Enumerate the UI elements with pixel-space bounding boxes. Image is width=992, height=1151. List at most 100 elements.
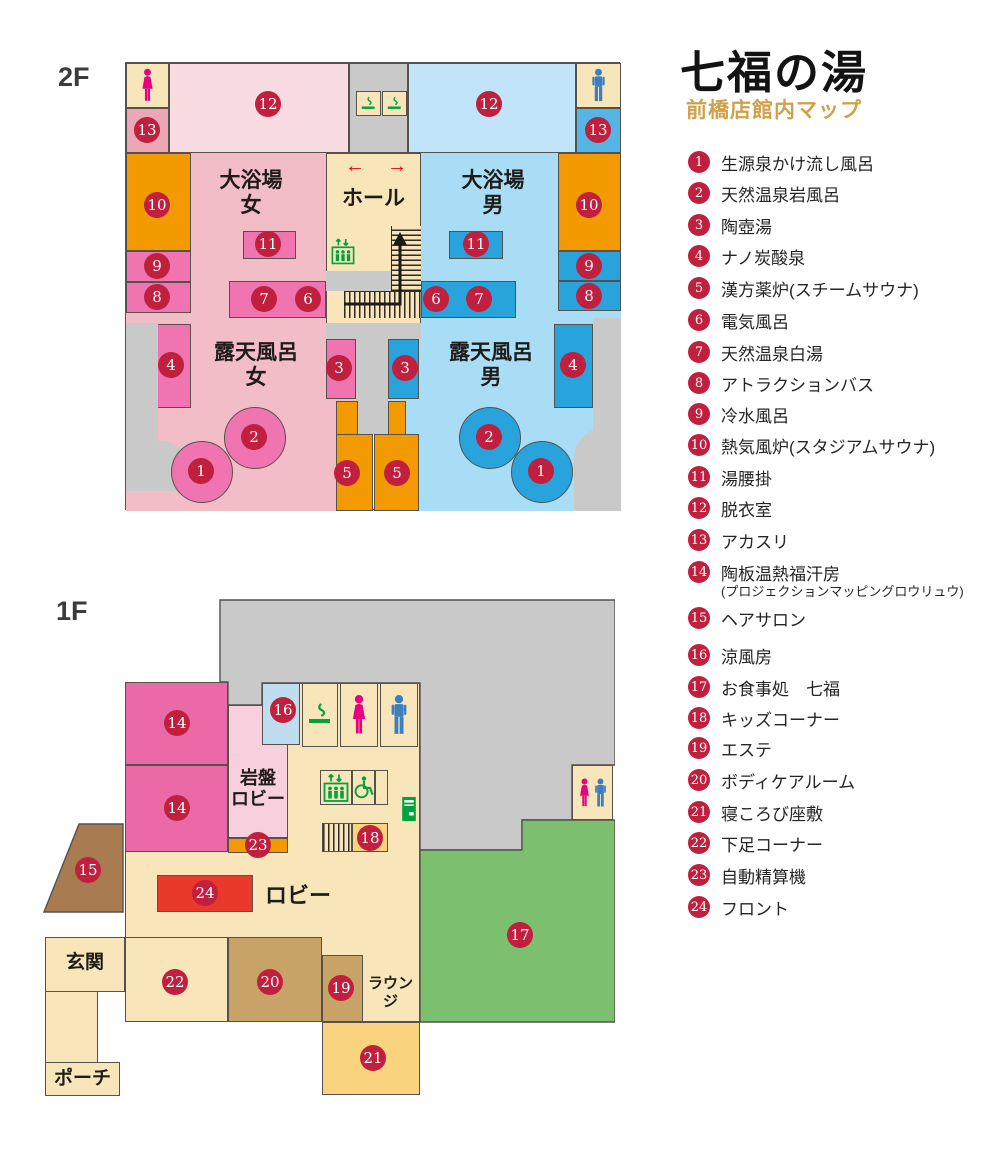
corridor-band xyxy=(326,323,421,339)
legend-label: エステ xyxy=(721,740,772,760)
legend-label: フロント xyxy=(721,899,789,919)
floor-label-2f: 2F xyxy=(58,62,90,92)
exit-arrow-right: → xyxy=(387,155,407,177)
mens-bath-label-line1: 大浴場 xyxy=(461,169,525,192)
smoking-room xyxy=(356,91,381,116)
map-marker: 1 xyxy=(528,458,554,484)
page-title: 七福の湯 xyxy=(680,47,869,98)
legend-label: 天然温泉岩風呂 xyxy=(721,185,840,205)
womens-rotenburo-label-line1: 露天風呂 xyxy=(214,341,298,364)
legend-number-badge: 19 xyxy=(688,737,710,759)
legend-item: 18 キッズコーナー xyxy=(688,707,840,730)
map-marker: 24 xyxy=(192,880,218,906)
legend-label: 涼風房 xyxy=(721,647,772,667)
legend-label: キッズコーナー xyxy=(721,710,840,730)
legend-number-badge: 24 xyxy=(688,896,710,918)
mens-rotenburo-label-line1: 露天風呂 xyxy=(449,341,533,364)
legend-label: 陶壺湯 xyxy=(721,217,772,237)
map-marker: 13 xyxy=(134,117,160,143)
steam-room-annex-right xyxy=(388,401,406,435)
legend-label: お食事処 七福 xyxy=(721,679,840,699)
vending-machine-icon xyxy=(402,797,416,821)
map-marker: 5 xyxy=(334,460,360,486)
map-marker: 21 xyxy=(360,1045,386,1071)
legend-number-badge: 8 xyxy=(688,372,710,394)
map-marker: 23 xyxy=(245,832,271,858)
wheelchair-icon xyxy=(353,776,374,799)
woman-icon xyxy=(578,778,591,807)
smoking-icon xyxy=(307,702,333,728)
map-marker: 5 xyxy=(384,460,410,486)
map-marker: 9 xyxy=(144,253,170,279)
map-marker: 14 xyxy=(164,795,190,821)
legend-item: 15 ヘアサロン xyxy=(688,607,806,630)
porch xyxy=(45,1062,120,1096)
legend-label: 漢方薬炉(スチームサウナ) xyxy=(721,280,919,300)
floor-label-1f: 1F xyxy=(56,596,88,626)
womens-bath-label: 大浴場 女 xyxy=(201,169,301,219)
legend-label: 冷水風呂 xyxy=(721,406,789,426)
porch-label: ポーチ xyxy=(53,1068,111,1089)
mens-rotenburo-label-line2: 男 xyxy=(480,365,502,389)
map-marker: 12 xyxy=(255,91,281,117)
legend-label: 自動精算機 xyxy=(721,867,806,887)
legend-number-badge: 18 xyxy=(688,707,710,729)
ganban-lobby-label-line1: 岩盤 xyxy=(240,768,276,788)
legend-number-badge: 14 xyxy=(688,561,710,583)
map-marker: 3 xyxy=(392,355,418,381)
hall-label: ホール xyxy=(342,187,405,210)
map-marker: 12 xyxy=(476,91,502,117)
mens-rotenburo-label: 露天風呂 男 xyxy=(441,341,541,391)
map-marker: 1 xyxy=(188,458,214,484)
map-marker: 20 xyxy=(257,969,283,995)
map-marker: 10 xyxy=(144,192,170,218)
legend-number-badge: 9 xyxy=(688,403,710,425)
legend-label: 天然温泉白湯 xyxy=(721,344,823,364)
restaurant-toilet-room xyxy=(572,765,613,820)
map-marker: 9 xyxy=(576,253,602,279)
map-marker: 6 xyxy=(295,286,321,312)
man-icon xyxy=(594,778,607,807)
legend-number-badge: 3 xyxy=(688,214,710,236)
smoking-icon xyxy=(386,96,403,112)
legend-label: 寝ころび座敷 xyxy=(721,804,823,824)
ganban-lobby-label: 岩盤 ロビー xyxy=(228,768,288,810)
map-marker: 11 xyxy=(255,231,281,257)
steam-room-annex-left xyxy=(336,401,358,435)
map-marker: 3 xyxy=(326,355,352,381)
map-marker: 6 xyxy=(423,286,449,312)
legend-label: 電気風呂 xyxy=(721,312,789,332)
map-marker: 2 xyxy=(241,424,267,450)
map-marker: 7 xyxy=(466,286,492,312)
man-icon xyxy=(591,68,606,102)
legend-number-badge: 1 xyxy=(688,151,710,173)
lounge-label: ラウンジ xyxy=(367,975,413,1010)
lobby-label: ロビー xyxy=(264,883,331,908)
map-marker: 15 xyxy=(75,857,101,883)
legend-label: 熱気風炉(スタジアムサウナ) xyxy=(721,437,936,457)
legend-label: ナノ炭酸泉 xyxy=(721,248,806,268)
legend-item: 19 エステ xyxy=(688,737,772,760)
map-marker: 19 xyxy=(328,975,354,1001)
map-marker: 16 xyxy=(270,697,296,723)
map-marker: 14 xyxy=(164,710,190,736)
stairs-up-arrow-icon xyxy=(336,228,426,323)
legend-number-badge: 5 xyxy=(688,277,710,299)
corridor-strip xyxy=(356,339,388,434)
legend-number-badge: 2 xyxy=(688,182,710,204)
legend-label: ヘアサロン xyxy=(721,610,806,630)
map-marker: 8 xyxy=(144,284,170,310)
elevator-icon xyxy=(323,772,349,803)
outer-wall-men-corner xyxy=(574,428,621,511)
map-marker: 4 xyxy=(158,352,184,378)
legend-number-badge: 15 xyxy=(688,607,710,629)
